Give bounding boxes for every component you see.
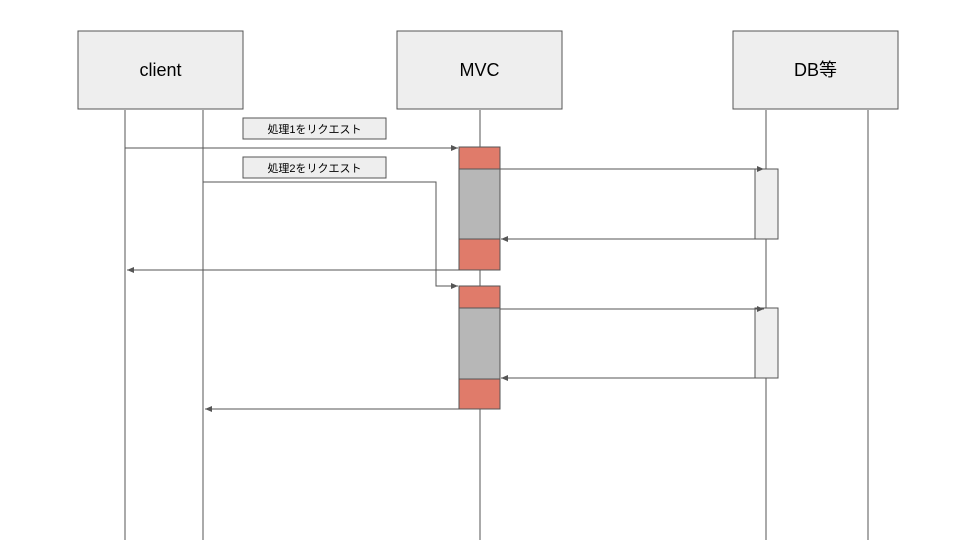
note-request1: 処理1をリクエスト [242,117,387,140]
participant-db-label: DB等 [794,60,837,80]
mvc-activation-1 [458,146,501,271]
mvc-activation-2 [458,285,501,410]
mvc-activation-1-post [458,238,501,271]
note-request1-label: 処理1をリクエスト [267,123,361,136]
participant-client: client [77,30,244,110]
db-activation-1 [754,168,779,240]
mvc-activation-2-post [458,378,501,410]
note-request2-label: 処理2をリクエスト [267,162,361,175]
mvc-activation-1-wait [458,168,501,240]
mvc-activation-2-pre [458,285,501,309]
participant-client-label: client [139,60,181,80]
mvc-activation-1-pre [458,146,501,170]
mvc-activation-2-wait [458,307,501,380]
note-request2: 処理2をリクエスト [242,156,387,179]
participant-db: DB等 [732,30,899,110]
db-activation-2 [754,307,779,379]
message-request2-arrow [203,181,458,289]
participant-mvc-label: MVC [460,60,500,80]
participant-mvc: MVC [396,30,563,110]
